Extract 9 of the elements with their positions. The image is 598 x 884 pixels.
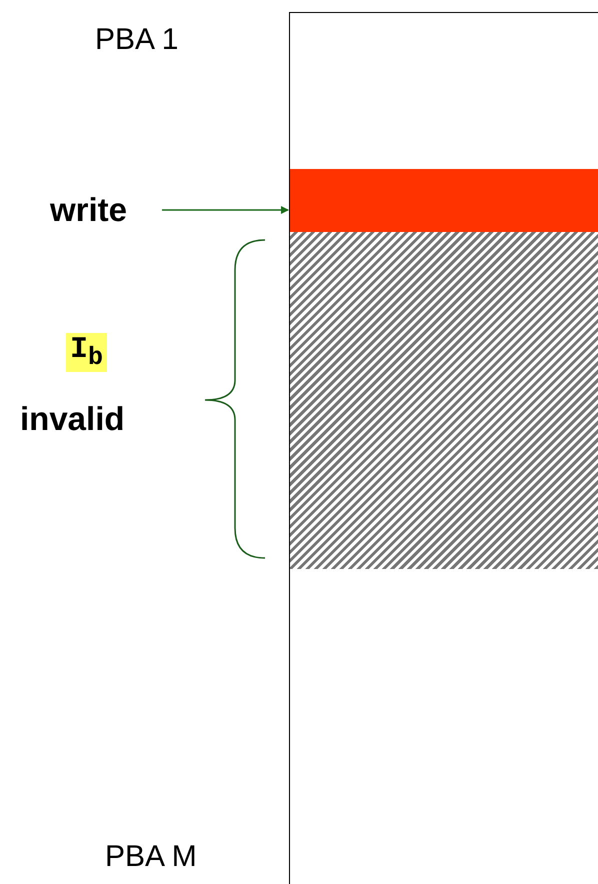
arrow <box>162 206 289 214</box>
memory-column <box>289 12 598 884</box>
invalid-region <box>290 232 598 569</box>
symbol-label: I$_{b}$ <box>66 333 108 372</box>
write-block <box>290 169 598 232</box>
address-label: PBA 1 <box>95 25 178 55</box>
address-label: PBA M <box>105 842 197 872</box>
write-label: write <box>50 192 128 228</box>
invalid-label: invalid <box>20 402 125 435</box>
